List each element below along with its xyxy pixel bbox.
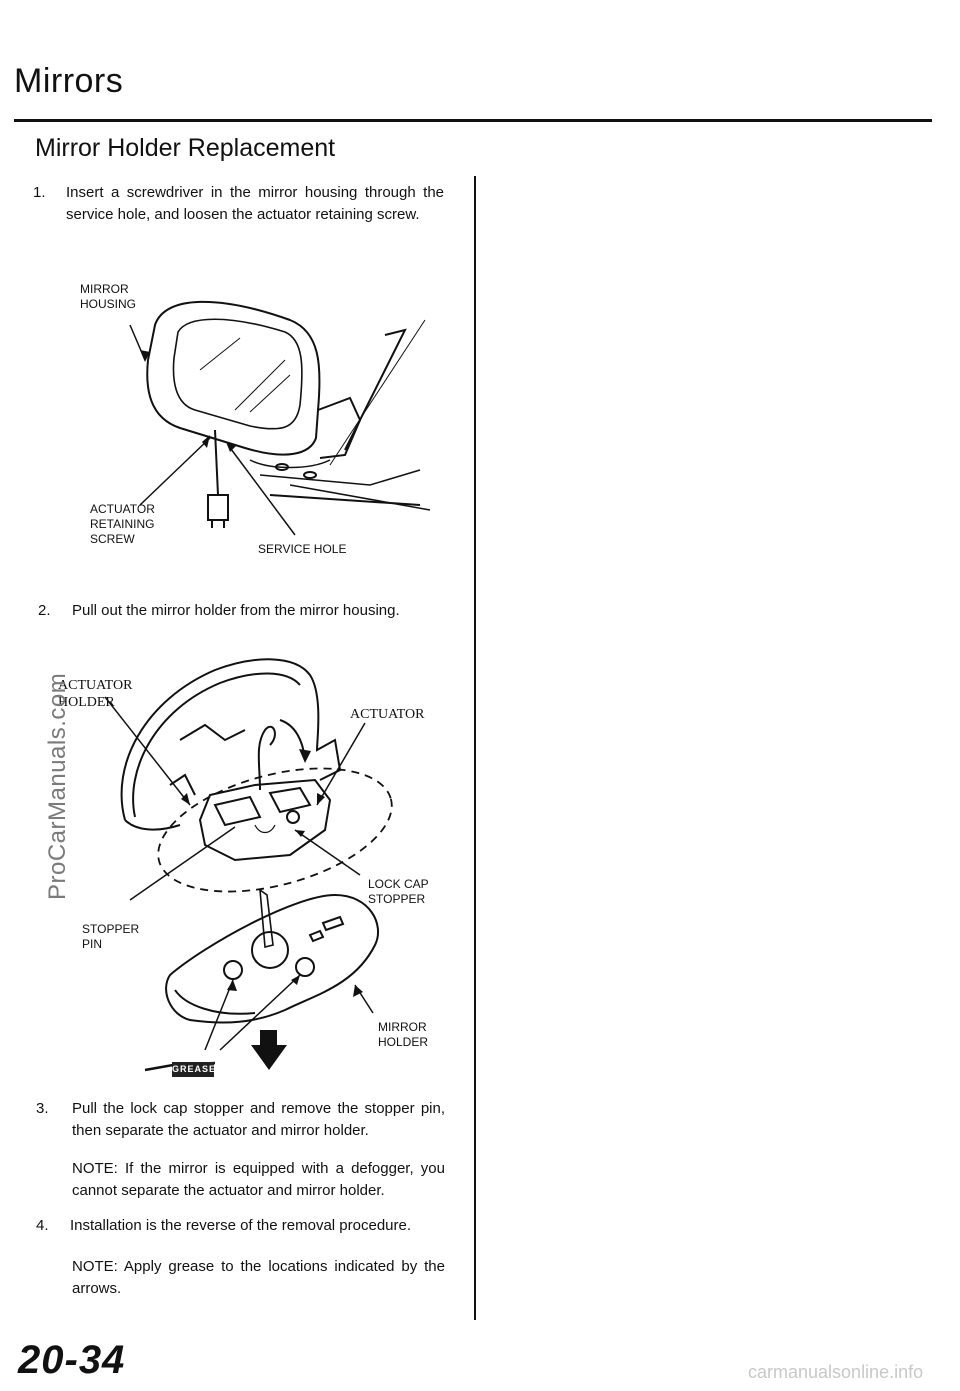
grease-icon: GREASE xyxy=(172,1062,215,1077)
step-1: 1. Insert a screwdriver in the mirror ho… xyxy=(33,182,444,226)
label-stopper-pin: STOPPER PIN xyxy=(82,922,140,951)
label-actuator-holder: ACTUATOR HOLDER xyxy=(58,678,133,710)
step-text: Insert a screwdriver in the mirror housi… xyxy=(66,184,444,223)
figure-actuator-holder xyxy=(55,645,455,1085)
page-number: 20-34 xyxy=(18,1338,126,1382)
mirror-housing-illustration xyxy=(129,300,431,536)
step-4: 4. Installation is the reverse of the re… xyxy=(36,1215,448,1237)
step-number: 1. xyxy=(33,184,46,201)
section-title: Mirror Holder Replacement xyxy=(35,134,336,162)
label-mirror-housing: MIRROR HOUSING xyxy=(80,282,137,311)
note-grease: NOTE: Apply grease to the locations indi… xyxy=(72,1258,445,1297)
column-divider xyxy=(474,176,476,1320)
watermark: ProCarManuals.com xyxy=(44,672,71,900)
note-defogger: NOTE: If the mirror is equipped with a d… xyxy=(72,1160,445,1199)
label-actuator-retaining-screw: ACTUATOR RETAINING SCREW xyxy=(90,502,155,546)
figure-mirror-housing xyxy=(60,270,460,570)
step-2: 2. Pull out the mirror holder from the m… xyxy=(38,600,452,622)
step-number: 3. xyxy=(36,1100,49,1117)
step-text: Pull the lock cap stopper and remove the… xyxy=(72,1100,445,1139)
site-footer: carmanualsonline.info xyxy=(748,1362,924,1382)
label-lock-cap-stopper: LOCK CAP STOPPER xyxy=(368,877,429,906)
step-3: 3. Pull the lock cap stopper and remove … xyxy=(36,1098,445,1142)
step-number: 2. xyxy=(38,602,51,619)
step-text: Installation is the reverse of the remov… xyxy=(70,1217,412,1234)
step-text: Pull out the mirror holder from the mirr… xyxy=(72,602,400,619)
title-rule xyxy=(14,119,932,122)
page-title: Mirrors xyxy=(14,62,124,100)
step-number: 4. xyxy=(36,1217,49,1234)
label-service-hole: SERVICE HOLE xyxy=(258,542,347,556)
label-mirror-holder: MIRROR HOLDER xyxy=(378,1020,429,1049)
actuator-holder-illustration xyxy=(104,658,393,1072)
label-actuator: ACTUATOR xyxy=(350,707,425,722)
